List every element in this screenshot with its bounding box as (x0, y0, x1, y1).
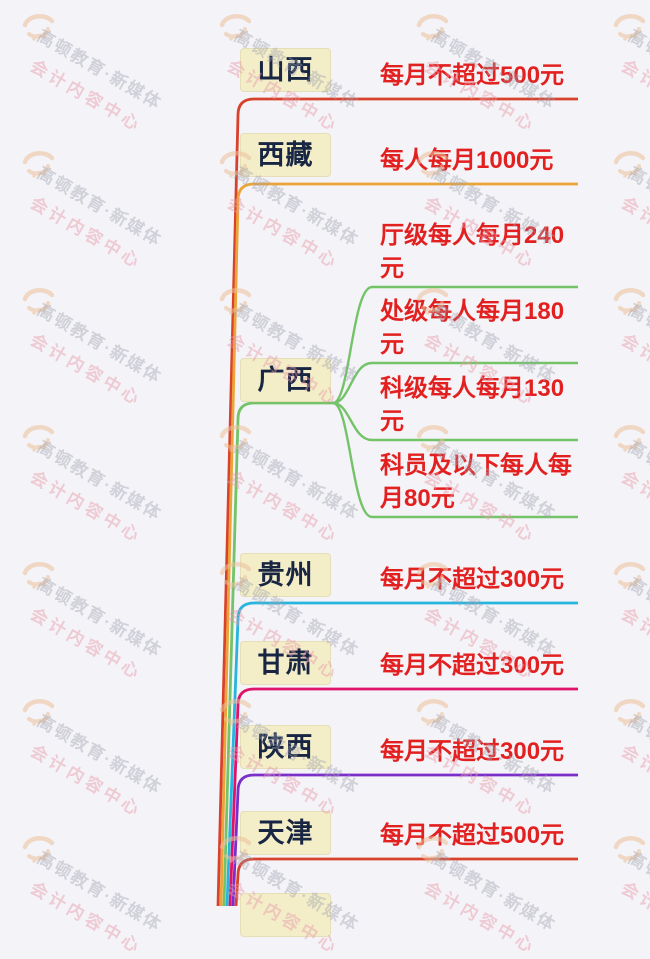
node-box-xizang[interactable]: 西藏 (240, 133, 331, 177)
node-label-gansu: 甘肃 (258, 650, 314, 677)
node-box-shaanxi[interactable]: 陕西 (240, 725, 331, 769)
node-label-shanxi: 山西 (258, 57, 314, 84)
node-value-tianjin[interactable]: 每月不超过500元 (380, 821, 580, 851)
node-label-tianjin: 天津 (258, 820, 314, 847)
node-label-guizhou: 贵州 (258, 562, 314, 589)
child-topic-guangxi-3[interactable]: 科员及以下每人每月80元 (380, 449, 577, 515)
nodes-layer: 山西每月不超过500元西藏每人每月1000元厅级每人每月240元处级每人每月18… (0, 0, 650, 906)
node-value-guizhou[interactable]: 每月不超过300元 (380, 565, 580, 595)
node-value-gansu[interactable]: 每月不超过300元 (380, 651, 580, 681)
node-value-shanxi[interactable]: 每月不超过500元 (380, 61, 580, 91)
node-label-xizang: 西藏 (258, 142, 314, 169)
node-value-xizang[interactable]: 每人每月1000元 (380, 146, 580, 176)
child-topic-guangxi-2[interactable]: 科级每人每月130元 (380, 372, 577, 438)
child-topic-guangxi-1[interactable]: 处级每人每月180元 (380, 295, 577, 361)
node-box-gansu[interactable]: 甘肃 (240, 641, 331, 685)
node-box-guizhou[interactable]: 贵州 (240, 553, 331, 597)
node-label-shaanxi: 陕西 (258, 734, 314, 761)
node-box-partial-bottom[interactable] (240, 893, 331, 937)
node-box-shanxi[interactable]: 山西 (240, 48, 331, 92)
node-value-shaanxi[interactable]: 每月不超过300元 (380, 737, 580, 767)
mindmap-canvas: 山西每月不超过500元西藏每人每月1000元厅级每人每月240元处级每人每月18… (0, 0, 650, 906)
node-label-guangxi: 广西 (258, 367, 314, 394)
node-box-guangxi[interactable]: 广西 (240, 358, 331, 402)
node-box-tianjin[interactable]: 天津 (240, 811, 331, 855)
child-topic-guangxi-0[interactable]: 厅级每人每月240元 (380, 219, 577, 285)
